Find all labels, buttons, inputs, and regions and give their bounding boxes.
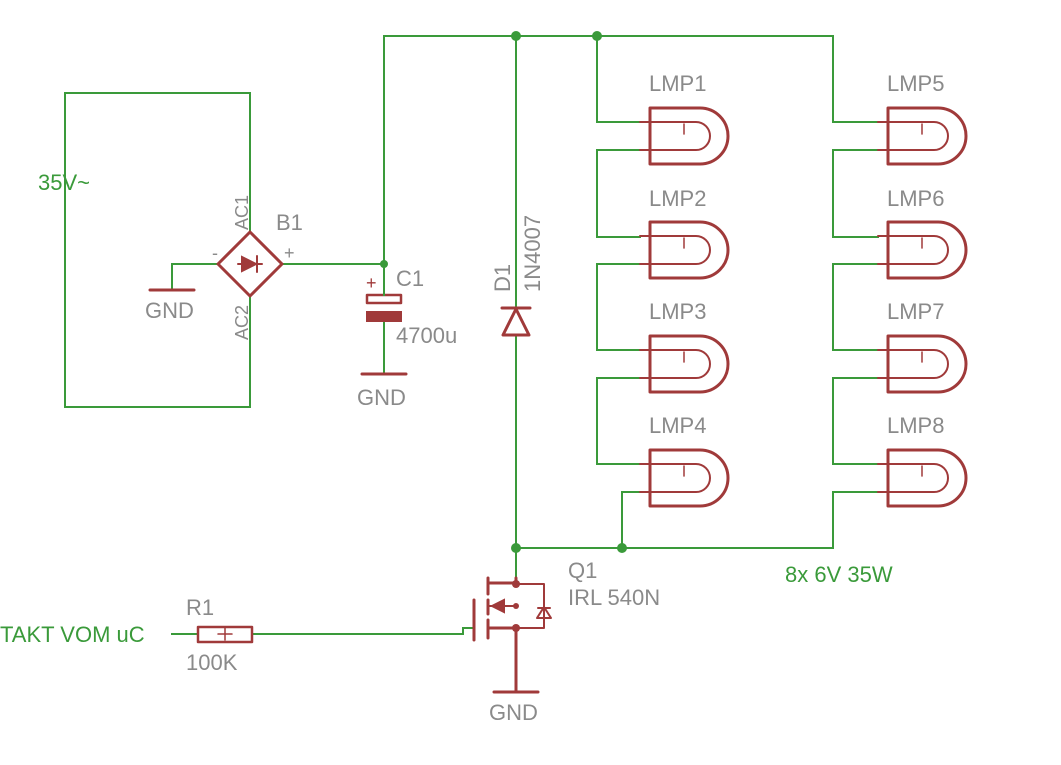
bridge-name-label: B1 [276, 210, 303, 235]
lamp-symbol [886, 220, 968, 280]
lamp-label-8: LMP8 [887, 413, 944, 438]
resistor-symbol [196, 625, 254, 644]
lamp-label-6: LMP6 [887, 186, 944, 211]
lamp-filament [877, 235, 949, 265]
lamp-symbol [886, 106, 968, 166]
lamp-label-1: LMP1 [649, 71, 706, 96]
cap-name-label: C1 [396, 266, 424, 291]
lamp-label-3: LMP3 [649, 299, 706, 324]
bridge-ac2-label: AC2 [232, 305, 252, 340]
lamp-filament [639, 235, 711, 265]
lamp-filament [639, 121, 711, 151]
supply-label: 35V~ [38, 170, 90, 195]
capacitor-symbol [365, 281, 403, 322]
mosfet-value-label: IRL 540N [568, 585, 660, 610]
lamp-filament [639, 463, 711, 493]
cap-plus-label: + [366, 273, 377, 293]
lamp-symbol [648, 220, 730, 280]
input-label: TAKT VOM uC [0, 622, 145, 647]
lamp-symbol [648, 334, 730, 394]
lamp-symbol [648, 106, 730, 166]
lamp-label-4: LMP4 [649, 413, 706, 438]
junction-dot [592, 31, 602, 41]
lamp-label-7: LMP7 [887, 299, 944, 324]
diode-symbol [500, 306, 532, 337]
lamp-label-5: LMP5 [887, 71, 944, 96]
gnd-label-cap: GND [357, 385, 406, 410]
lamp-filament [639, 349, 711, 379]
junctions [380, 31, 627, 553]
mosfet-name-label: Q1 [568, 558, 597, 583]
wires [64, 35, 879, 635]
lamp-symbol [886, 448, 968, 508]
resistor-name-label: R1 [186, 595, 214, 620]
junction-dot [511, 543, 521, 553]
lamp-symbol [648, 448, 730, 508]
lamp-symbol [886, 334, 968, 394]
junction-dot [617, 543, 627, 553]
diode-name-label: D1 [490, 264, 515, 292]
lamp-filament [877, 463, 949, 493]
cap-value-label: 4700u [396, 323, 457, 348]
bridge-minus-label: - [212, 243, 218, 263]
resistor-value-label: 100K [186, 650, 238, 675]
lamp-filament [877, 121, 949, 151]
lamp-filament [877, 349, 949, 379]
gnd-label-mosfet: GND [489, 700, 538, 725]
bridge-plus-label: + [284, 243, 295, 263]
lamp-label-2: LMP2 [649, 186, 706, 211]
lamps [639, 106, 968, 508]
gnd-label-bridge: GND [145, 298, 194, 323]
junction-dot [380, 260, 388, 268]
diode-value-label: 1N4007 [520, 215, 545, 292]
lamp-note-label: 8x 6V 35W [785, 562, 893, 587]
junction-dot [511, 31, 521, 41]
mosfet-symbol [472, 576, 552, 694]
bridge-rectifier-symbol [216, 230, 284, 298]
bridge-ac1-label: AC1 [232, 195, 252, 230]
